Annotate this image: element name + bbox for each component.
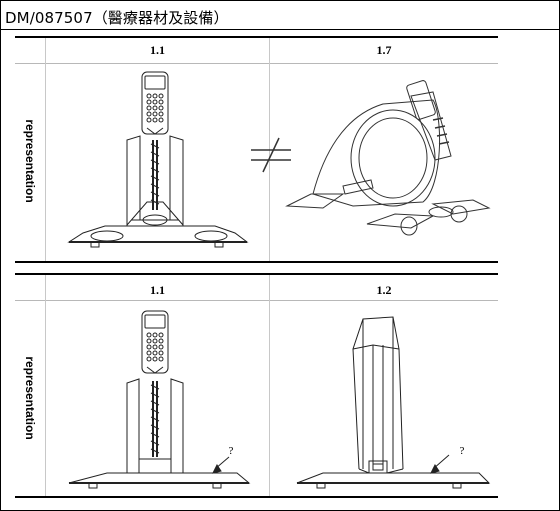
standing-console-drawing [65,70,255,260]
column-header-left: 1.1 [150,283,165,297]
document-title: DM/087507（醫療器材及設備） [5,9,229,27]
not-equal-symbol [245,134,297,174]
column-console-drawing [293,309,493,491]
table-bottom-rule [15,261,498,263]
row-label: representation [23,356,37,440]
header-separator [15,300,498,301]
header-separator [15,63,498,64]
row-label: representation [23,119,37,203]
table-top-rule [15,273,498,275]
elliptical-trainer-drawing [283,76,493,256]
annotation-question-right: ? [459,445,465,457]
column-divider [45,38,46,261]
column-header-left: 1.1 [150,43,165,57]
column-header-right: 1.7 [376,43,392,57]
comparison-table-2: 1.1 1.2 representation [15,273,498,498]
title-divider [1,29,559,30]
standing-console-drawing [67,309,257,491]
table-bottom-rule [15,496,498,498]
annotation-question-left: ? [228,445,234,457]
column-header-right: 1.2 [376,283,392,297]
table-top-rule [15,36,498,38]
comparison-table-1: 1.1 1.7 representation [15,36,498,263]
column-divider [269,275,270,496]
column-divider [45,275,46,496]
